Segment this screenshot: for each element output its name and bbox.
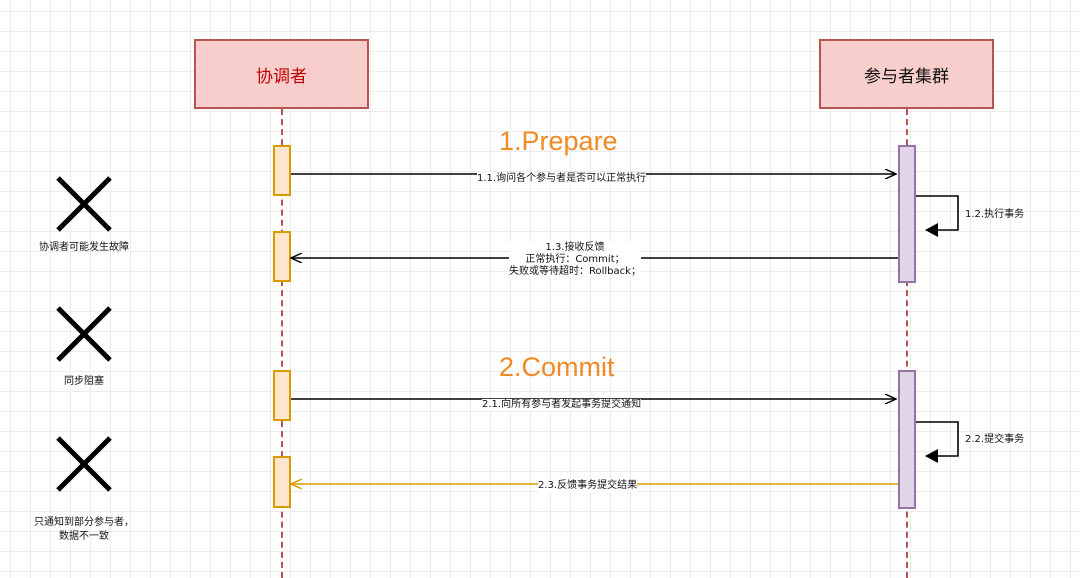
message-1-3-label: 1.3.接收反馈 正常执行：Commit； 失败或等待超时：Rollback； bbox=[509, 242, 641, 278]
failure-note-3: 只通知到部分参与者， 数据不一致 bbox=[9, 516, 159, 544]
message-1-3-line-1: 1.3.接收反馈 bbox=[545, 242, 605, 253]
message-1-3-line-3: 失败或等待超时：Rollback； bbox=[509, 266, 641, 277]
arrow-2-2-self bbox=[916, 421, 959, 463]
phase-prepare-title: 1.Prepare bbox=[499, 126, 618, 156]
failure-x-icon-2 bbox=[56, 306, 112, 362]
message-2-3-label: 2.3.反馈事务提交结果 bbox=[538, 480, 638, 492]
coordinator-lifeline bbox=[281, 109, 283, 578]
failure-note-1-line-1: 协调者可能发生故障 bbox=[39, 242, 129, 253]
failure-note-2: 同步阻塞 bbox=[9, 375, 159, 389]
message-2-1-label: 2.1.向所有参与者发起事务提交通知 bbox=[482, 399, 642, 411]
message-1-3-line-2: 正常执行：Commit； bbox=[525, 254, 625, 265]
failure-note-3-line-1: 只通知到部分参与者， bbox=[34, 517, 134, 528]
failure-note-2-line-1: 同步阻塞 bbox=[64, 376, 104, 387]
participant-cluster: 参与者集群 bbox=[819, 39, 994, 109]
failure-x-icon-1 bbox=[56, 176, 112, 232]
cluster-activation-2 bbox=[898, 370, 916, 509]
participant-coordinator-label: 协调者 bbox=[256, 66, 307, 87]
failure-x-icon-3 bbox=[56, 436, 112, 492]
cluster-lifeline bbox=[906, 109, 908, 578]
failure-note-1: 协调者可能发生故障 bbox=[9, 241, 159, 255]
coordinator-activation-3 bbox=[273, 370, 291, 421]
participant-coordinator: 协调者 bbox=[194, 39, 369, 109]
arrow-1-2-self bbox=[916, 195, 959, 237]
failure-note-3-line-2: 数据不一致 bbox=[59, 531, 109, 542]
cluster-activation-1 bbox=[898, 145, 916, 283]
participant-cluster-label: 参与者集群 bbox=[864, 66, 949, 87]
phase-commit-title: 2.Commit bbox=[499, 352, 615, 382]
message-2-2-label: 2.2.提交事务 bbox=[965, 434, 1025, 445]
coordinator-activation-1 bbox=[273, 145, 291, 196]
message-1-1-label: 1.1.询问各个参与者是否可以正常执行 bbox=[477, 173, 647, 185]
message-1-2-label: 1.2.执行事务 bbox=[965, 209, 1025, 220]
